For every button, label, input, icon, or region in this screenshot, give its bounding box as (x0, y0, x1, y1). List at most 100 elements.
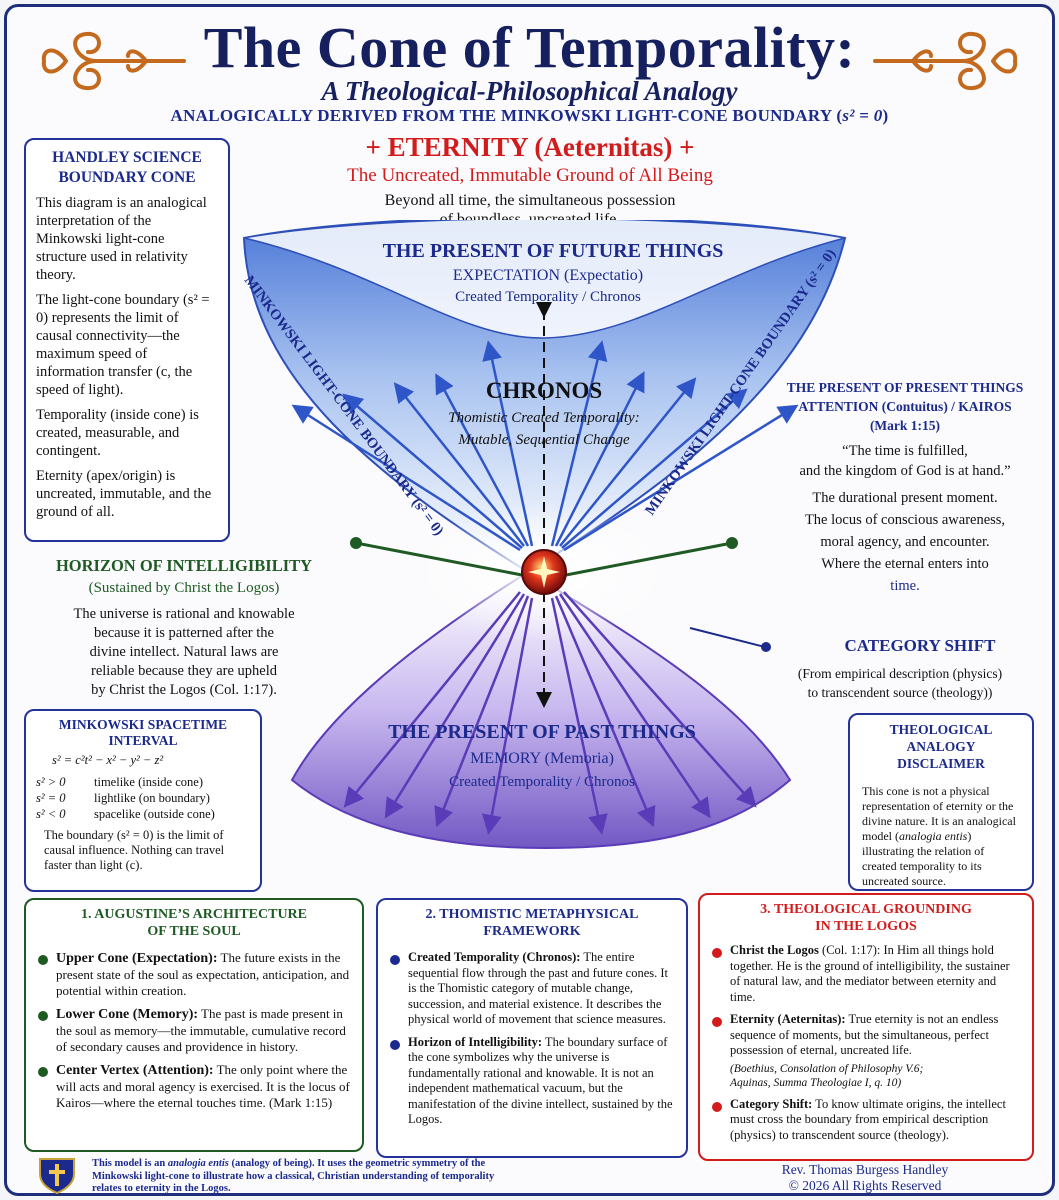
horizon-block: HORIZON OF INTELLIGIBILITY (Sustained by… (34, 556, 334, 700)
cone-diagram: MINKOWSKI LIGHT-CONE BOUNDARY (s² = 0) M… (241, 220, 847, 850)
grounding-item: Christ the Logos (Col. 1:17): In Him all… (712, 943, 1020, 1005)
upper-arrow (550, 340, 608, 547)
horizon-line-right (565, 541, 733, 577)
upper-arrow (291, 404, 521, 552)
chronos-label: CHRONOS (486, 378, 602, 403)
upper-arrow (435, 373, 530, 547)
lower-arrow (481, 597, 534, 835)
grounding-citation: (Boethius, Consolation of Philosophy V.6… (730, 1062, 924, 1089)
bullet-icon (712, 1017, 722, 1027)
present-quote: “The time is fulfilled,and the kingdom o… (799, 443, 1011, 479)
eternity-heading: + ETERNITY (Aeternitas) + (365, 132, 695, 162)
upper-cone-title: THE PRESENT OF FUTURE THINGS (383, 240, 724, 262)
augustine-item: Lower Cone (Memory): The past is made pr… (38, 1006, 350, 1055)
upper-rim (243, 220, 846, 339)
page-title: The Cone of Temporality: (203, 15, 856, 80)
lower-arrow (434, 595, 530, 828)
lower-arrow (563, 591, 757, 808)
lower-arrow (558, 593, 711, 819)
eternity-subheading: The Uncreated, Immutable Ground of All B… (347, 165, 713, 186)
upper-cone-subtitle: EXPECTATION (Expectatio) (453, 267, 643, 284)
augustine-item: Upper Cone (Expectation): The future exi… (38, 950, 350, 999)
bullet-icon (390, 955, 400, 965)
bullet-icon (390, 1039, 400, 1050)
bullet-icon (38, 955, 48, 965)
bullet-icon (38, 1067, 48, 1077)
upper-arrow (561, 388, 748, 549)
footer-credits: Rev. Thomas Burgess Handley © 2026 All R… (700, 1162, 1030, 1194)
present-description: The durational present moment. The locus… (804, 490, 1006, 594)
category-shift-title: CATEGORY SHIFT (844, 636, 996, 655)
horizon-subtitle: (Sustained by Christ the Logos) (88, 580, 280, 596)
lower-arrow (384, 593, 526, 819)
upper-arrow (342, 393, 523, 549)
augustine-list: Upper Cone (Expectation): The future exi… (38, 950, 350, 1111)
lower-cone-subtitle: MEMORY (Memoria) (470, 750, 614, 767)
grounding-item: Category Shift: To know ultimate origins… (712, 1097, 1020, 1144)
lower-cone-caption: Created Temporality / Chronos (449, 774, 635, 790)
category-shift-line (689, 627, 766, 648)
interval-formula: s² = c²t² − x² − y² − z² (52, 753, 164, 767)
horizon-title: HORIZON OF INTELLIGIBILITY (55, 556, 313, 575)
lower-arrow (550, 597, 608, 835)
augustine-item: Center Vertex (Attention): The only poin… (38, 1062, 350, 1111)
footer-copyright: © 2026 All Rights Reserved (788, 1178, 942, 1193)
horizon-dot-right (726, 537, 738, 549)
lower-arrow (554, 595, 656, 828)
lower-arrow (343, 591, 521, 808)
upper-arrow (563, 404, 799, 552)
derived-line: ANALOGICALLY DERIVED FROM THE MINKOWSKI … (170, 106, 889, 125)
grounding-item: Eternity (Aeternitas): True eternity is … (712, 1012, 1020, 1090)
upper-arrow (559, 377, 697, 547)
grounding-list: Christ the Logos (Col. 1:17): In Him all… (712, 943, 1020, 1143)
upper-cone-caption: Created Temporality / Chronos (455, 289, 641, 305)
category-shift-dot (761, 642, 771, 652)
category-shift-block: CATEGORY SHIFT (From empirical descripti… (760, 636, 1040, 702)
bullet-icon (712, 1101, 722, 1112)
thomistic-list: Created Temporality (Chronos): The entir… (390, 950, 674, 1128)
shield-cross-icon (39, 1158, 75, 1194)
right-ornament-icon (873, 31, 1018, 91)
horizon-dot-left (350, 537, 362, 549)
lower-cone (290, 570, 792, 850)
handley-box-body: This diagram is an analogical interpreta… (36, 195, 212, 520)
upper-arrow (554, 371, 645, 547)
bullet-icon (712, 948, 722, 958)
bullet-icon (38, 1011, 48, 1021)
left-ornament-icon (41, 31, 186, 91)
footer-note: This model is an analogia entis (analogy… (92, 1158, 495, 1194)
footer-author: Rev. Thomas Burgess Handley (781, 1162, 949, 1177)
upper-arrow (393, 382, 525, 547)
interval-note: The boundary (s² = 0) is the limit of ca… (44, 828, 225, 872)
page-subtitle: A Theological-Philosophical Analogy (321, 76, 738, 106)
eternity-block: + ETERNITY (Aeternitas) + The Uncreated,… (250, 132, 810, 229)
upper-arrow (482, 340, 534, 547)
thomistic-item: Created Temporality (Chronos): The entir… (390, 950, 674, 1028)
horizon-line-left (355, 541, 523, 577)
chronos-line-1: Thomistic Created Temporality: (448, 410, 639, 426)
category-shift-description: (From empirical description (physics)to … (797, 666, 1003, 700)
lower-arrows (343, 591, 757, 835)
thomistic-item: Horizon of Intelligibility: The boundary… (390, 1035, 674, 1128)
disclaimer-text: This cone is not a physical representati… (862, 784, 1016, 888)
vertex-star-icon (528, 556, 560, 588)
